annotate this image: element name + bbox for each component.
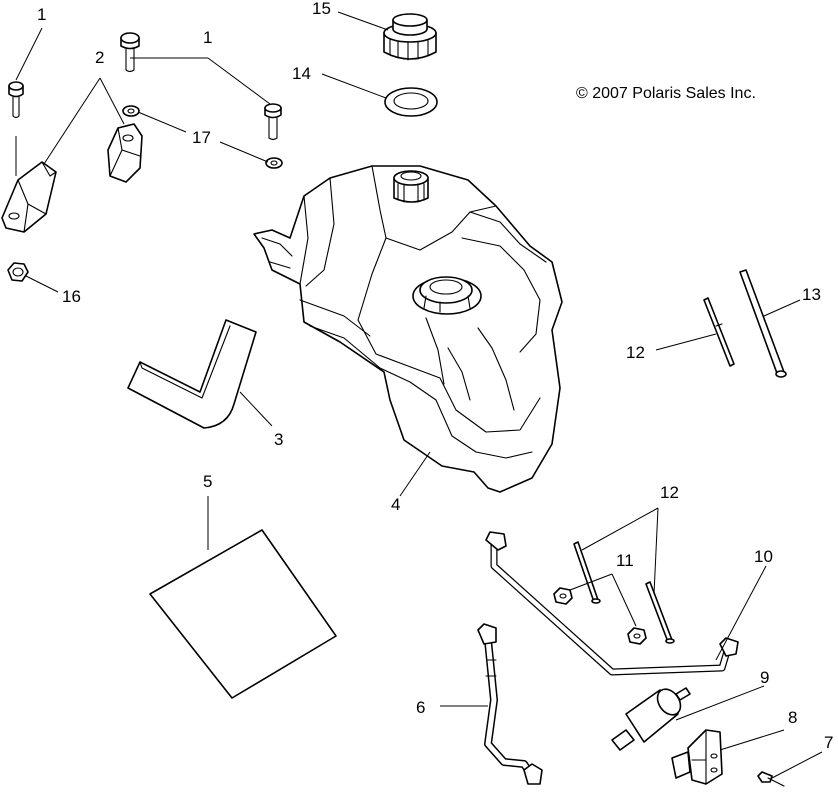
part-12-rod-upper bbox=[703, 297, 735, 367]
part-16-nut bbox=[7, 262, 29, 282]
callout-9: 9 bbox=[760, 668, 769, 687]
part-4-fuel-tank bbox=[253, 165, 563, 493]
part-1-bolt-left bbox=[8, 81, 24, 119]
callout-numbers: 1 1 2 17 16 3 4 5 15 14 12 13 12 11 10 6… bbox=[37, 0, 833, 752]
callout-12-upper: 12 bbox=[626, 343, 645, 362]
callout-13: 13 bbox=[802, 285, 821, 304]
callout-16: 16 bbox=[62, 287, 81, 306]
part-11-nut-b bbox=[627, 627, 647, 645]
part-5-pad bbox=[149, 529, 337, 699]
leader-lines bbox=[15, 11, 823, 779]
part-15-fuel-cap bbox=[383, 13, 437, 61]
part-8-bracket bbox=[671, 729, 723, 785]
callout-4: 4 bbox=[391, 495, 400, 514]
callout-17: 17 bbox=[192, 128, 211, 147]
callout-5: 5 bbox=[203, 472, 212, 491]
callout-10: 10 bbox=[754, 547, 773, 566]
callout-8: 8 bbox=[788, 708, 797, 727]
callout-11: 11 bbox=[616, 551, 634, 570]
part-11-nut-a bbox=[553, 587, 573, 605]
part-1-bolt-top bbox=[120, 32, 140, 73]
part-7-screw bbox=[757, 771, 785, 787]
callout-1-left: 1 bbox=[37, 5, 46, 24]
copyright-text: © 2007 Polaris Sales Inc. bbox=[576, 85, 756, 102]
callout-7: 7 bbox=[824, 733, 833, 752]
part-2-bracket-left bbox=[1, 161, 57, 233]
part-12-bolt-a bbox=[573, 541, 601, 604]
part-10-tube bbox=[485, 531, 739, 676]
callout-12-lower: 12 bbox=[660, 483, 679, 502]
callout-2: 2 bbox=[95, 48, 104, 67]
part-6-fuel-line bbox=[477, 623, 543, 785]
part-9-filter bbox=[611, 687, 691, 751]
part-3-strap bbox=[127, 319, 257, 429]
callout-1-top: 1 bbox=[203, 28, 212, 47]
part-2-bracket-right bbox=[107, 123, 143, 183]
part-13-rod bbox=[739, 269, 787, 378]
part-17-washer-b bbox=[265, 157, 283, 169]
part-12-bolt-b bbox=[645, 581, 675, 644]
callout-6: 6 bbox=[416, 698, 425, 717]
part-14-gasket bbox=[384, 87, 438, 117]
callout-15: 15 bbox=[312, 0, 331, 18]
callout-3: 3 bbox=[274, 430, 283, 449]
part-1-nut-right bbox=[264, 103, 282, 141]
part-17-washer-a bbox=[122, 105, 140, 117]
callout-14: 14 bbox=[292, 64, 311, 83]
